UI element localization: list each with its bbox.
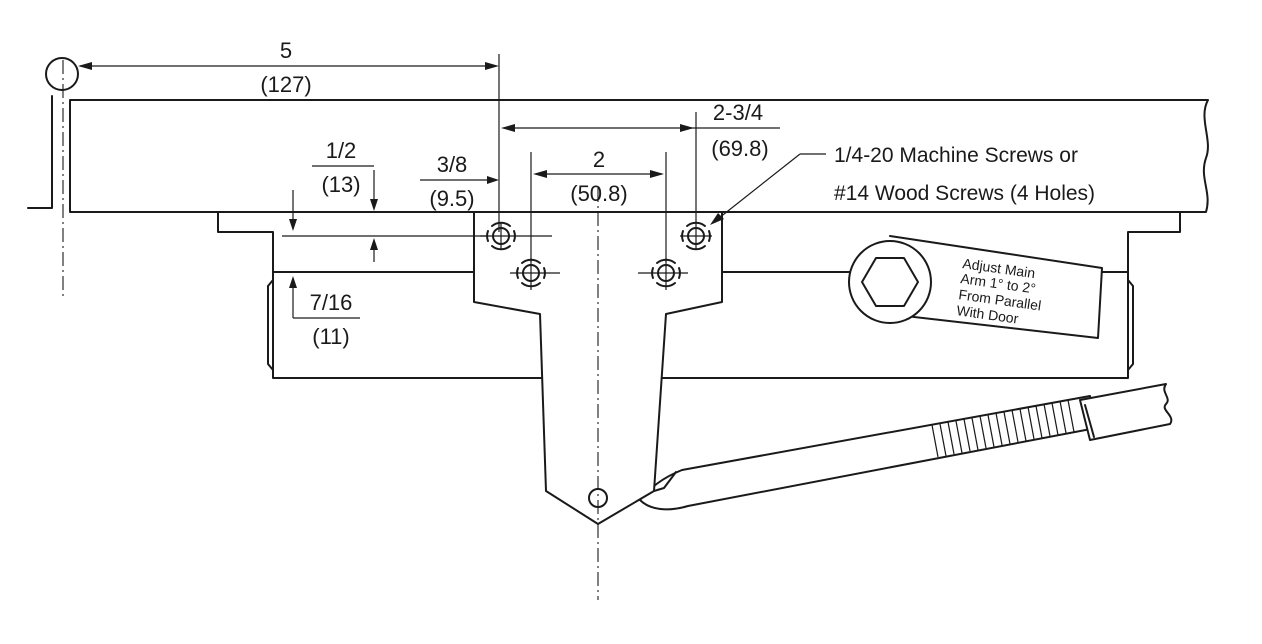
arm-threads (931, 399, 1075, 458)
hinge-post (27, 95, 53, 209)
dim-1-2-inches: 1/2 (326, 138, 357, 163)
dimension-hinge-to-centerline (78, 54, 500, 232)
dimension-bottom-offset (289, 276, 360, 319)
dim-11-mm: (11) (312, 324, 350, 349)
screw-hole-top-left (480, 221, 552, 251)
dim-69-8-mm: (69.8) (711, 136, 768, 161)
dim-7-16-inches: 7/16 (310, 290, 353, 315)
adjusting-arm-blade (887, 235, 1103, 339)
hex-spindle-icon (861, 257, 919, 307)
door-slab (69, 99, 1209, 213)
hinge-pivot-circle (45, 57, 79, 91)
screw-callout-line-1: 1/4-20 Machine Screws or (834, 144, 1078, 167)
dimension-inner-holes (530, 152, 667, 262)
dim-13-mm: (13) (321, 172, 360, 197)
adjusting-arm (848, 235, 1103, 339)
dimension-top-offset (282, 165, 486, 262)
dim-9-5-mm: (9.5) (429, 186, 474, 211)
main-arm (639, 383, 1173, 511)
dimension-outer-holes (501, 112, 780, 222)
dim-5-inches: 5 (280, 38, 292, 63)
dim-127-mm: (127) (260, 72, 311, 97)
arm-rod (639, 395, 1097, 511)
end-cap-right (1127, 279, 1134, 371)
screw-callout-leader (710, 153, 826, 225)
arm-collar-edge (1084, 404, 1095, 438)
dimension-side-offset (420, 176, 499, 184)
dim-3-8-inches: 3/8 (437, 152, 468, 177)
dim-50-8-mm: (50.8) (570, 181, 627, 206)
arm-collar (1079, 383, 1173, 441)
dim-2-inches: 2 (593, 147, 605, 172)
door-frame (27, 57, 1209, 298)
screw-callout-line-2: #14 Wood Screws (4 Holes) (834, 182, 1095, 205)
end-cap-left (267, 279, 274, 371)
dim-2-3-4-inches: 2-3/4 (713, 100, 763, 125)
bracket-arm-joint (653, 471, 677, 492)
mounting-bracket (473, 188, 723, 600)
screw-hole-top-right (680, 221, 712, 251)
arm-hub-circle (848, 240, 932, 324)
